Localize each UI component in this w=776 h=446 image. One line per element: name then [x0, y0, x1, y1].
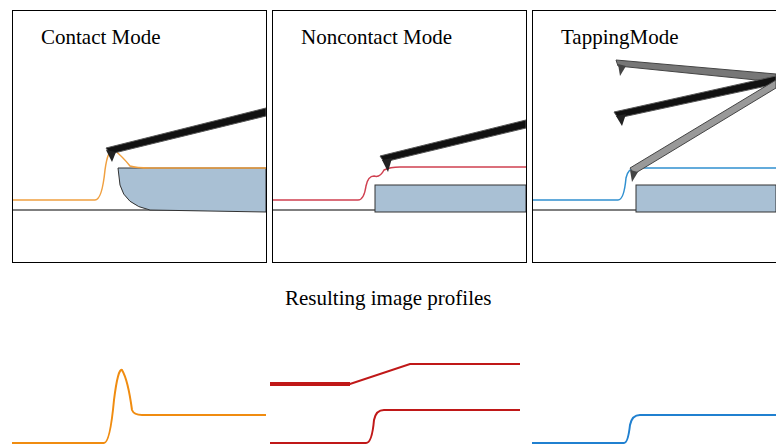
image-profiles — [12, 364, 776, 443]
mode-panel: TappingMode — [532, 10, 776, 263]
panel-title: Noncontact Mode — [299, 25, 454, 50]
mode-panel: Noncontact Mode — [272, 10, 527, 263]
panel-title: Contact Mode — [39, 25, 163, 50]
tapping-mode-art — [532, 60, 776, 212]
section-caption: Resulting image profiles — [285, 286, 491, 311]
panel-title: TappingMode — [559, 25, 681, 50]
contact-mode-art — [12, 108, 266, 212]
noncontact-mode-art — [272, 120, 526, 212]
mode-panel: Contact Mode — [12, 10, 267, 263]
